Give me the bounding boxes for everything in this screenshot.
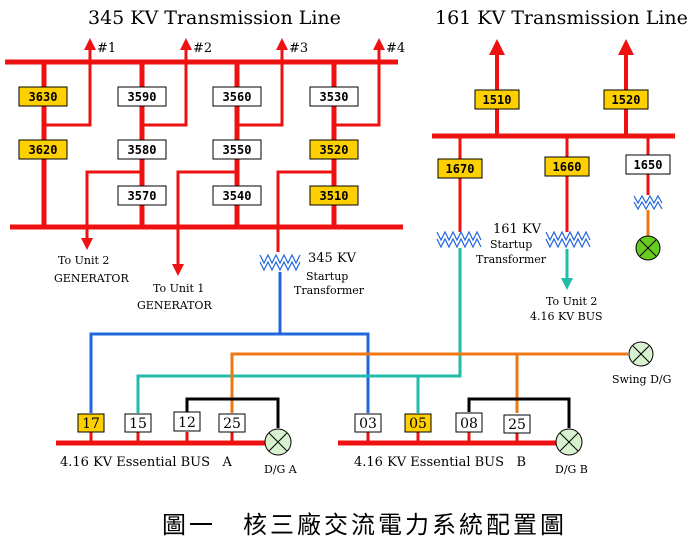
tap-line-1: [44, 38, 96, 127]
breaker-1660[interactable]: 1660: [544, 156, 590, 177]
dg-a-feeder: [185, 397, 280, 428]
line-label-1: #1: [97, 41, 116, 56]
svg-text:25: 25: [223, 416, 241, 432]
svg-text:15: 15: [129, 416, 147, 432]
svg-text:1510: 1510: [483, 93, 512, 107]
svg-text:3630: 3630: [29, 90, 58, 104]
svg-text:03: 03: [359, 416, 377, 432]
teal-feeder: [136, 248, 462, 413]
line-label-2: #2: [193, 41, 212, 56]
bus-a-breaker-25[interactable]: 25: [218, 413, 246, 433]
startup-161-label-line1: Startup: [490, 238, 532, 251]
dg-a-label: D/G A: [264, 463, 298, 476]
figure-caption: 圖一 核三廠交流電力系統配置圖: [162, 511, 567, 539]
svg-text:3510: 3510: [320, 189, 349, 203]
unit2-generator-label-line1: To Unit 2: [58, 254, 109, 267]
svg-text:3580: 3580: [128, 143, 157, 157]
breaker-3550[interactable]: 3550: [212, 139, 262, 160]
breaker-3590[interactable]: 3590: [117, 86, 167, 107]
breaker-3560[interactable]: 3560: [212, 86, 262, 107]
svg-text:3570: 3570: [128, 189, 157, 203]
line-label-3: #3: [289, 41, 308, 56]
dg-a-icon[interactable]: [264, 428, 292, 456]
bus-a-breaker-12[interactable]: 12: [173, 411, 201, 432]
breaker-3510[interactable]: 3510: [309, 185, 359, 206]
unit2-transformer-icon: [545, 230, 591, 249]
swing-feeder-transformer-icon: [633, 194, 663, 211]
breaker-1670[interactable]: 1670: [437, 158, 483, 179]
svg-text:08: 08: [460, 416, 478, 432]
switchyard-161kv: [432, 39, 675, 232]
blue-feeder-bus-b: [280, 332, 370, 413]
svg-text:25: 25: [508, 417, 526, 433]
svg-text:1670: 1670: [446, 162, 475, 176]
generator-161-feed-icon[interactable]: [635, 235, 661, 261]
title-345kv: 345 KV Transmission Line: [88, 7, 341, 29]
svg-text:3550: 3550: [223, 143, 252, 157]
bus-a-breaker-17[interactable]: 17: [77, 413, 105, 433]
startup-transformer-161-icon: [436, 230, 482, 249]
bus-a-label: 4.16 KV Essential BUS A: [60, 455, 232, 470]
startup-345-label-line2: Transformer: [294, 284, 365, 297]
breaker-3570[interactable]: 3570: [117, 185, 167, 206]
unit2-generator-label-line2: GENERATOR: [54, 272, 129, 285]
breaker-1650[interactable]: 1650: [625, 154, 671, 175]
feeder-cables: [89, 248, 628, 428]
svg-text:3590: 3590: [128, 90, 157, 104]
svg-text:3530: 3530: [320, 90, 349, 104]
orange-feeder: [230, 352, 628, 413]
startup-transformer-345-icon: [259, 253, 301, 272]
breaker-3520[interactable]: 3520: [309, 139, 359, 160]
svg-text:3620: 3620: [29, 143, 58, 157]
bus-b-label: 4.16 KV Essential BUS B: [354, 455, 526, 470]
blue-feeder: [89, 272, 282, 413]
startup-345-label-line1: Startup: [306, 270, 348, 283]
breaker-1520[interactable]: 1520: [603, 89, 649, 110]
bus-b-breaker-05[interactable]: 05: [404, 413, 432, 433]
svg-text:3560: 3560: [223, 90, 252, 104]
title-161kv: 161 KV Transmission Line: [435, 7, 688, 29]
bus-a-stubs: [89, 432, 519, 443]
svg-text:12: 12: [178, 415, 196, 431]
breaker-3540[interactable]: 3540: [212, 185, 262, 206]
startup-345-kv-label: 345 KV: [308, 251, 357, 266]
svg-text:1660: 1660: [553, 160, 582, 174]
svg-text:1650: 1650: [634, 158, 663, 172]
svg-text:05: 05: [409, 416, 427, 432]
breaker-3620[interactable]: 3620: [18, 139, 68, 160]
svg-text:17: 17: [82, 416, 100, 432]
dg-b-feeder: [467, 397, 571, 428]
line-taps-345: [44, 38, 385, 276]
bus-b-breaker-03[interactable]: 03: [354, 413, 382, 433]
bus-b-breaker-25[interactable]: 25: [503, 414, 531, 434]
bus-b-breaker-08[interactable]: 08: [455, 412, 483, 433]
svg-text:1520: 1520: [612, 93, 641, 107]
tap-line-4: [334, 38, 385, 127]
startup-161-label-line2: Transformer: [476, 253, 547, 266]
bus-a-breaker-15[interactable]: 15: [124, 413, 152, 433]
breaker-1510[interactable]: 1510: [474, 89, 520, 110]
unit2-generator-tap: [81, 170, 142, 250]
swing-dg-icon[interactable]: [628, 341, 654, 367]
breaker-3630[interactable]: 3630: [18, 86, 68, 107]
unit2-bus-label-line2: 4.16 KV BUS: [530, 310, 603, 323]
unit2-bus-label-line1: To Unit 2: [546, 295, 597, 308]
startup-345-tap: [276, 170, 334, 252]
breaker-3530[interactable]: 3530: [309, 86, 359, 107]
unit1-generator-tap: [172, 170, 237, 276]
unit1-generator-label-line2: GENERATOR: [137, 299, 212, 312]
tap-line-2: [142, 38, 192, 127]
svg-text:3540: 3540: [223, 189, 252, 203]
unit1-generator-label-line1: To Unit 1: [153, 282, 204, 295]
startup-161-kv-label: 161 KV: [493, 222, 542, 237]
svg-text:3520: 3520: [320, 143, 349, 157]
dg-b-label: D/G B: [555, 463, 588, 476]
line-label-4: #4: [386, 41, 405, 56]
breaker-3580[interactable]: 3580: [117, 139, 167, 160]
dg-b-icon[interactable]: [555, 428, 583, 456]
tap-line-3: [237, 38, 288, 127]
swing-dg-label: Swing D/G: [612, 373, 671, 386]
